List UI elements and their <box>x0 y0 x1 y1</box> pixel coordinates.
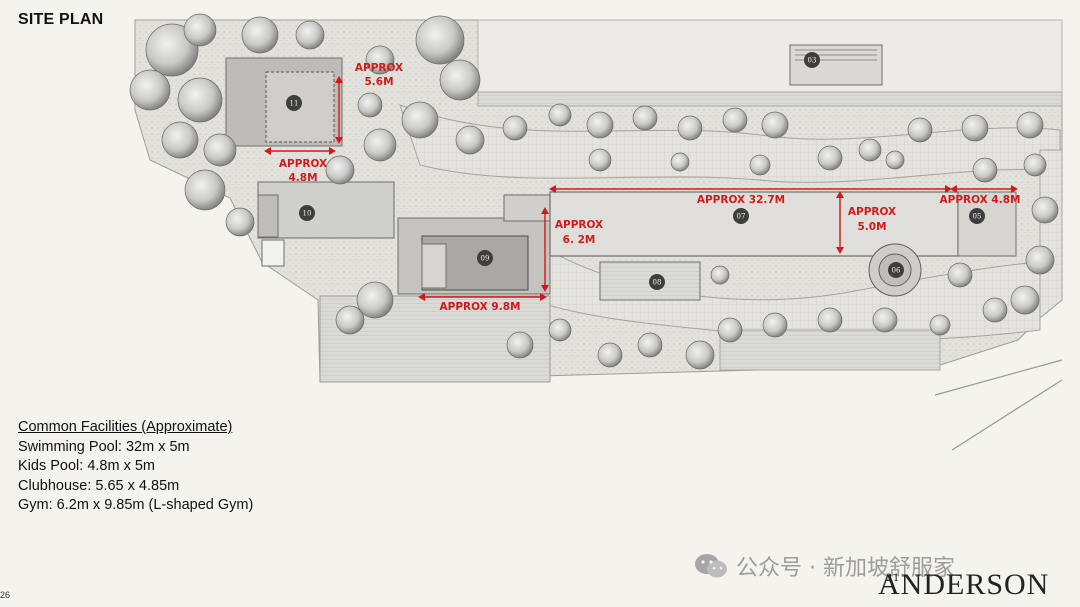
dimension-building-09-height: APPROX 6. 2M <box>541 207 603 292</box>
svg-text:APPROX 4.8M: APPROX 4.8M <box>940 194 1021 206</box>
svg-text:APPROX: APPROX <box>555 219 603 231</box>
marker-07: 07 <box>733 208 749 224</box>
svg-text:06: 06 <box>892 267 901 275</box>
svg-text:08: 08 <box>653 279 662 287</box>
dimension-building-09-width: APPROX 9.8M <box>418 293 547 313</box>
building-10-area <box>257 181 395 267</box>
svg-text:11: 11 <box>290 100 299 108</box>
facilities-heading: Common Facilities (Approximate) <box>18 419 233 435</box>
facility-item: Gym: 6.2m x 9.85m (L-shaped Gym) <box>18 497 254 513</box>
brand-name: ANDERSON <box>878 568 1050 601</box>
facility-item: Kids Pool: 4.8m x 5m <box>18 458 155 474</box>
dimension-building-11-height: APPROX 5.6M <box>335 62 403 144</box>
svg-text:10: 10 <box>303 210 312 218</box>
dimension-kids-pool: APPROX 4.8M <box>940 185 1021 206</box>
svg-text:APPROX: APPROX <box>848 206 896 218</box>
marker-09: 09 <box>477 250 493 266</box>
svg-text:07: 07 <box>737 213 746 221</box>
svg-text:APPROX 32.7M: APPROX 32.7M <box>697 194 785 206</box>
landscape-trees <box>129 13 1059 370</box>
marker-08: 08 <box>649 274 665 290</box>
page-title: SITE PLAN <box>18 11 104 28</box>
facility-item: Swimming Pool: 32m x 5m <box>18 438 190 455</box>
building-03-area <box>789 44 883 86</box>
svg-text:APPROX: APPROX <box>355 62 403 74</box>
svg-text:05: 05 <box>973 213 982 221</box>
svg-text:09: 09 <box>481 255 490 263</box>
facilities-list: Common Facilities (Approximate) Swimming… <box>18 418 253 516</box>
svg-text:4.8M: 4.8M <box>288 172 317 184</box>
dimension-building-11-width: APPROX 4.8M <box>264 147 336 184</box>
building-11-area <box>225 57 343 147</box>
svg-text:5.0M: 5.0M <box>857 221 886 233</box>
svg-text:APPROX: APPROX <box>279 158 327 170</box>
page-number: 26 <box>0 590 11 600</box>
svg-text:APPROX 9.8M: APPROX 9.8M <box>440 301 521 313</box>
swimming-pool <box>549 191 1017 301</box>
marker-05: 05 <box>969 208 985 224</box>
brand-logo: 21 ANDERSON <box>878 568 1049 602</box>
watermark: 公众号 · 新加坡舒服家 <box>694 550 955 582</box>
brand-number: 21 <box>886 570 900 584</box>
svg-text:03: 03 <box>808 57 817 65</box>
svg-text:5.6M: 5.6M <box>364 76 393 88</box>
dimension-pool-length: APPROX 32.7M <box>549 185 952 206</box>
marker-06: 06 <box>888 262 904 278</box>
facility-item: Clubhouse: 5.65 x 4.85m <box>18 477 180 494</box>
marker-10: 10 <box>299 205 315 221</box>
svg-text:6. 2M: 6. 2M <box>563 234 596 246</box>
marker-11: 11 <box>286 95 302 111</box>
watermark-text: 公众号 · 新加坡舒服家 <box>736 556 955 581</box>
dimension-pool-width: APPROX 5.0M <box>836 191 896 254</box>
building-09-area <box>397 194 551 295</box>
chat-icon <box>695 554 727 578</box>
marker-03: 03 <box>804 52 820 68</box>
